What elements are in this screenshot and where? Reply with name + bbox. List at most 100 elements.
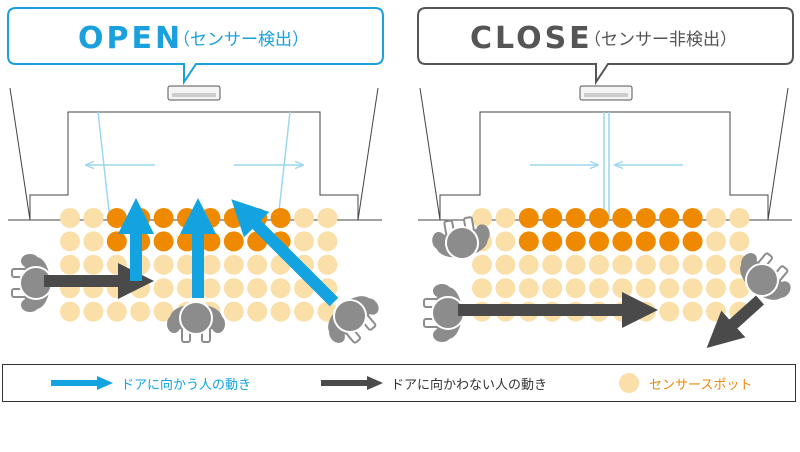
close-panel: CLOSE （センサー非検出） xyxy=(417,7,794,322)
sensor-spot xyxy=(729,278,750,299)
sensor-spot-active xyxy=(106,231,127,252)
speech-bubble-open: OPEN （センサー検出） xyxy=(7,7,384,86)
sensor-spot xyxy=(682,254,703,275)
sensor-spot xyxy=(247,301,268,322)
sensor-spot xyxy=(682,301,703,322)
sensor-spot-active xyxy=(659,208,680,228)
sensor-spot-active xyxy=(542,231,563,252)
sensor-spot xyxy=(729,231,750,252)
close-title: CLOSE xyxy=(470,21,593,56)
sensor-spot-active xyxy=(565,231,586,252)
sensor-device-right xyxy=(579,85,633,101)
sensor-spot xyxy=(706,278,726,299)
sensor-spot-active xyxy=(153,231,174,252)
sensor-spot xyxy=(83,208,104,228)
sensor-spot-active xyxy=(589,208,609,228)
sensor-spot xyxy=(589,254,609,275)
person-figure xyxy=(328,296,379,344)
person-figure xyxy=(11,254,53,312)
sensor-spot-active xyxy=(659,231,680,252)
legend-away-arrow-icon xyxy=(321,376,383,390)
sensor-spot xyxy=(472,278,492,299)
sensor-spot xyxy=(317,231,338,252)
sensor-spot-active xyxy=(518,231,539,252)
sensor-spot xyxy=(518,278,539,299)
sensor-spot xyxy=(83,254,104,275)
sensor-spot xyxy=(612,278,633,299)
sensor-spot xyxy=(495,208,516,228)
sensor-spot xyxy=(518,254,539,275)
sensor-spot xyxy=(200,278,221,299)
sensor-spot-active xyxy=(518,208,539,228)
sensor-spot xyxy=(659,301,680,322)
sensor-spot xyxy=(495,254,516,275)
sensor-spot-active xyxy=(200,231,221,252)
sensor-spot xyxy=(223,254,244,275)
sensor-spot-active xyxy=(635,208,656,228)
people-layer xyxy=(11,216,791,344)
open-title: OPEN xyxy=(78,21,183,56)
room-outline-left xyxy=(8,87,382,221)
sensor-spot xyxy=(565,254,586,275)
legend-toward-arrow-icon xyxy=(51,376,113,390)
sensor-spot-active xyxy=(589,231,609,252)
sensor-spot-active xyxy=(153,208,174,228)
sensor-spot xyxy=(223,278,244,299)
sensor-device-left xyxy=(167,85,221,101)
sensor-spot xyxy=(60,254,80,275)
sensor-spot xyxy=(472,254,492,275)
sensor-spot xyxy=(60,208,80,228)
person-figure xyxy=(167,301,225,343)
sensor-spot xyxy=(682,278,703,299)
legend-toward-label: ドアに向かう人の動き xyxy=(121,377,252,393)
sensor-spot xyxy=(706,231,726,252)
sensor-spot xyxy=(270,301,291,322)
closed-door-lines xyxy=(530,112,683,220)
sensor-spot xyxy=(495,231,516,252)
sensor-spot xyxy=(612,254,633,275)
sensor-spot xyxy=(106,301,127,322)
sensor-spot xyxy=(223,301,244,322)
sensor-spot xyxy=(659,254,680,275)
sensor-spot xyxy=(270,278,291,299)
sensor-spot xyxy=(472,208,492,228)
toward-arrow xyxy=(231,199,339,307)
room-outline-right xyxy=(418,87,792,221)
speech-bubble-close: CLOSE （センサー非検出） xyxy=(417,7,794,86)
sensor-spot xyxy=(153,254,174,275)
sensor-spot xyxy=(542,254,563,275)
sensor-spot xyxy=(200,254,221,275)
open-door-lines xyxy=(86,111,303,221)
sensor-spot xyxy=(294,301,314,322)
legend-away: ドアに向かわない人の動き xyxy=(319,365,547,401)
sensor-spot xyxy=(706,254,726,275)
sensor-spot xyxy=(635,278,656,299)
sensor-spot xyxy=(317,254,338,275)
sensor-spot-active xyxy=(223,208,244,228)
sensor-spot xyxy=(106,254,127,275)
sensor-spot xyxy=(659,278,680,299)
sensor-spot xyxy=(294,208,314,228)
sensor-spot xyxy=(130,301,151,322)
sensor-spot xyxy=(565,278,586,299)
legend-away-label: ドアに向かわない人の動き xyxy=(391,377,548,393)
sensor-spot-active xyxy=(106,208,127,228)
sensor-spot-active xyxy=(682,208,703,228)
sensor-spot xyxy=(706,208,726,228)
sensor-spot-active xyxy=(612,208,633,228)
sensor-spot xyxy=(247,278,268,299)
sensor-spot-active xyxy=(612,231,633,252)
sensor-spot xyxy=(153,278,174,299)
legend: ドアに向かう人の動き ドアに向かわない人の動き センサースポット xyxy=(2,364,796,402)
sensor-spot xyxy=(60,301,80,322)
sensor-spot-active xyxy=(565,208,586,228)
sensor-spot xyxy=(60,231,80,252)
legend-spot-circle-icon xyxy=(619,373,639,393)
person-figure xyxy=(740,252,791,300)
sensor-spot xyxy=(83,301,104,322)
sensor-spot xyxy=(635,254,656,275)
sensor-spot xyxy=(83,231,104,252)
sensor-spot-active xyxy=(542,208,563,228)
sensor-spot xyxy=(542,278,563,299)
